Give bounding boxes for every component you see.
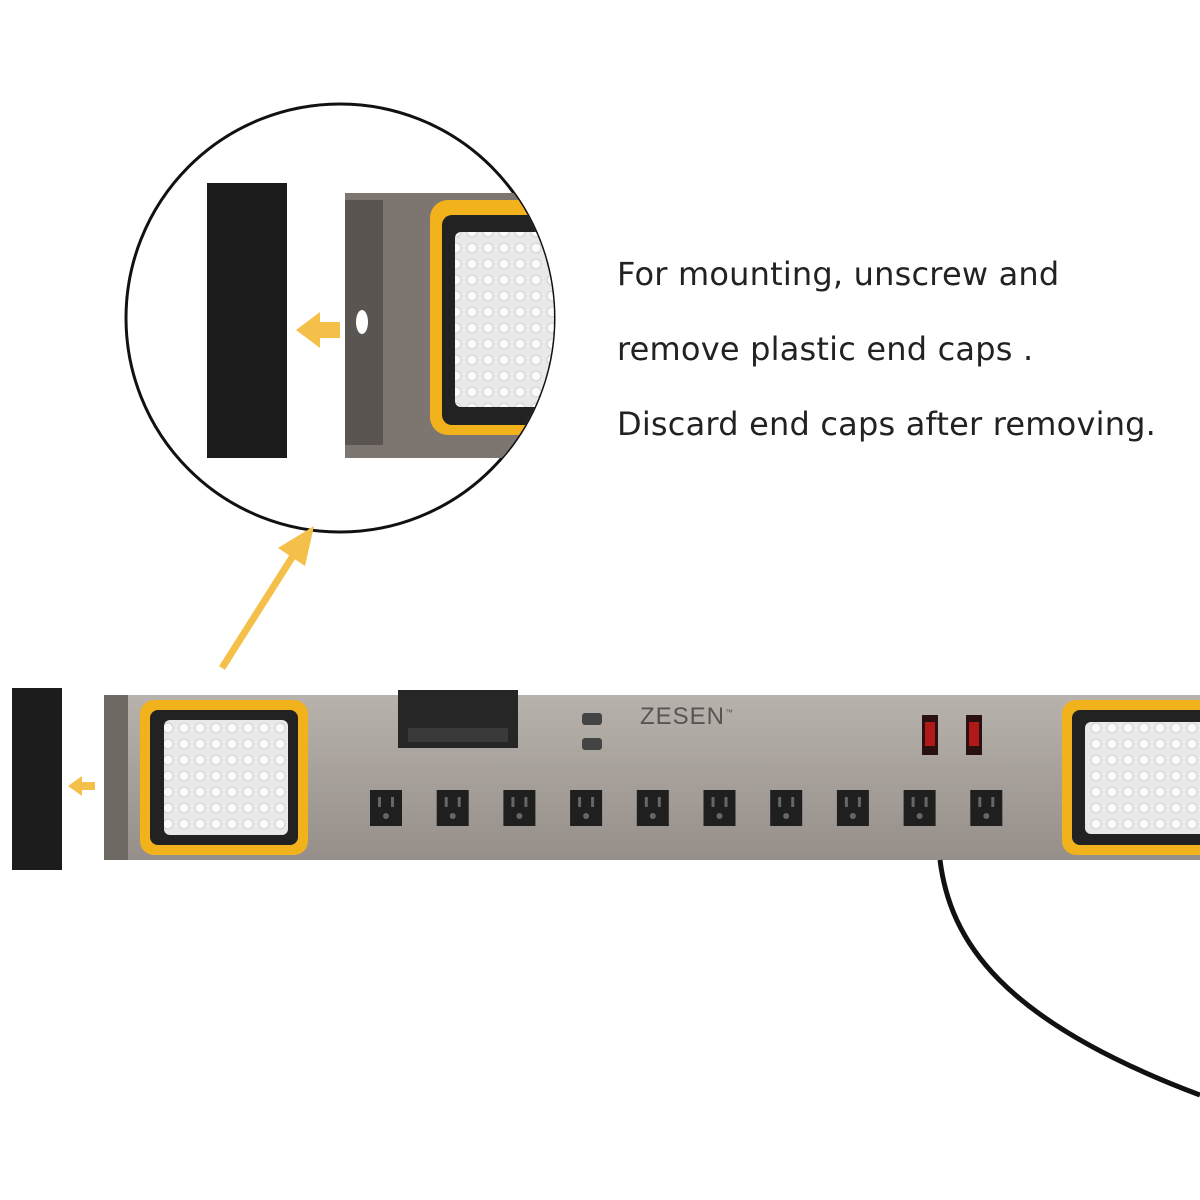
power-cord [937, 859, 1200, 1098]
instruction-line-2: remove plastic end caps . [617, 330, 1034, 368]
end-cap [12, 688, 62, 870]
outlet [636, 790, 669, 826]
end-cap-detail [207, 183, 287, 458]
arrow-up-icon [219, 526, 314, 670]
brand-logo: ZESEN™ [640, 703, 735, 730]
instruction-line-1: For mounting, unscrew and [617, 255, 1060, 293]
usb-port [582, 713, 602, 725]
outlet [836, 790, 869, 826]
instruction-line-3: Discard end caps after removing. [617, 405, 1157, 443]
outlet [503, 790, 536, 826]
keyhole-icon [356, 310, 368, 334]
outlet [370, 790, 402, 826]
magnified-detail [124, 102, 556, 534]
arrow-left-icon [296, 312, 340, 348]
outlet [703, 790, 736, 826]
outlet [436, 790, 469, 826]
power-strip [104, 690, 1200, 1098]
outlet [903, 790, 936, 826]
outlet [970, 790, 1003, 826]
outlet [770, 790, 803, 826]
arrow-left-small-icon [68, 776, 95, 796]
usb-port [582, 738, 602, 750]
outlet [570, 790, 603, 826]
